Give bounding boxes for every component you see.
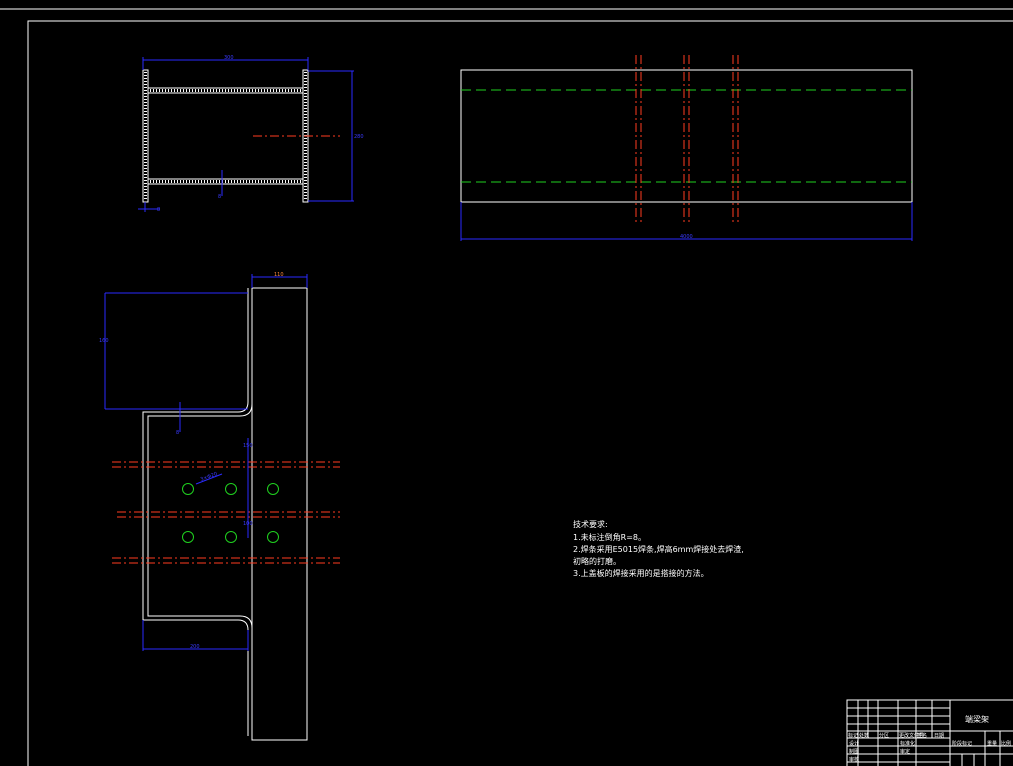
svg-text:100: 100 (243, 521, 253, 527)
svg-text:3×Φ20: 3×Φ20 (200, 471, 219, 483)
notes-line-1: 1.未标注倒角R=8。 (573, 532, 646, 542)
elevation-view: 4000 (460, 55, 913, 241)
svg-text:300: 300 (224, 55, 234, 61)
tb-header-count: 处数 (859, 732, 869, 739)
tb-approve: 审定 (900, 748, 910, 755)
bolt-hole (225, 531, 237, 543)
tb-scale: 比例 (1001, 740, 1011, 747)
bolt-hole (182, 483, 194, 495)
svg-text:8: 8 (157, 207, 160, 213)
tb-row-design: 设计 (849, 740, 859, 747)
tb-header-date: 日期 (934, 733, 944, 739)
bolt-hole (182, 531, 194, 543)
tb-standard: 标准化 (900, 740, 915, 747)
svg-text:110: 110 (274, 272, 284, 278)
svg-text:8: 8 (218, 194, 221, 200)
title-block-title: 端梁架 (965, 714, 989, 724)
title-block-grid (846, 699, 1013, 766)
bolt-hole (267, 531, 279, 543)
tb-header-doc: 更改文件号 (899, 732, 924, 739)
tb-row-draw: 制图 (849, 748, 859, 755)
sheet-inner-frame (27, 20, 1013, 766)
notes-heading: 技术要求: (573, 519, 608, 529)
svg-text:150: 150 (243, 443, 253, 449)
bolt-hole (267, 483, 279, 495)
svg-text:4000: 4000 (680, 234, 693, 240)
notes-line-4: 3.上盖板的焊接采用的是搭接的方法。 (573, 568, 709, 578)
notes-line-2: 2.焊条采用E5015焊条,焊高6mm焊接处去焊渣, (573, 544, 744, 554)
tb-header-zone: 分区 (879, 732, 889, 739)
top-view: 3×Φ20 160 110 8 150 100 200 (99, 272, 340, 741)
svg-text:280: 280 (354, 134, 364, 140)
notes-line-3: 初略的打磨。 (573, 556, 621, 566)
bolt-hole (225, 483, 237, 495)
svg-text:8: 8 (176, 430, 179, 436)
tb-stage: 阶段标记 (952, 740, 972, 747)
tb-header-mark: 标记 (848, 732, 858, 739)
tb-header-sign: 签名 (917, 732, 927, 739)
tb-weight: 重量 (987, 740, 997, 747)
svg-text:200: 200 (190, 644, 200, 650)
svg-text:160: 160 (99, 338, 109, 344)
section-view: 300 280 8 8 (138, 55, 364, 213)
tb-row-check: 审核 (849, 756, 859, 763)
